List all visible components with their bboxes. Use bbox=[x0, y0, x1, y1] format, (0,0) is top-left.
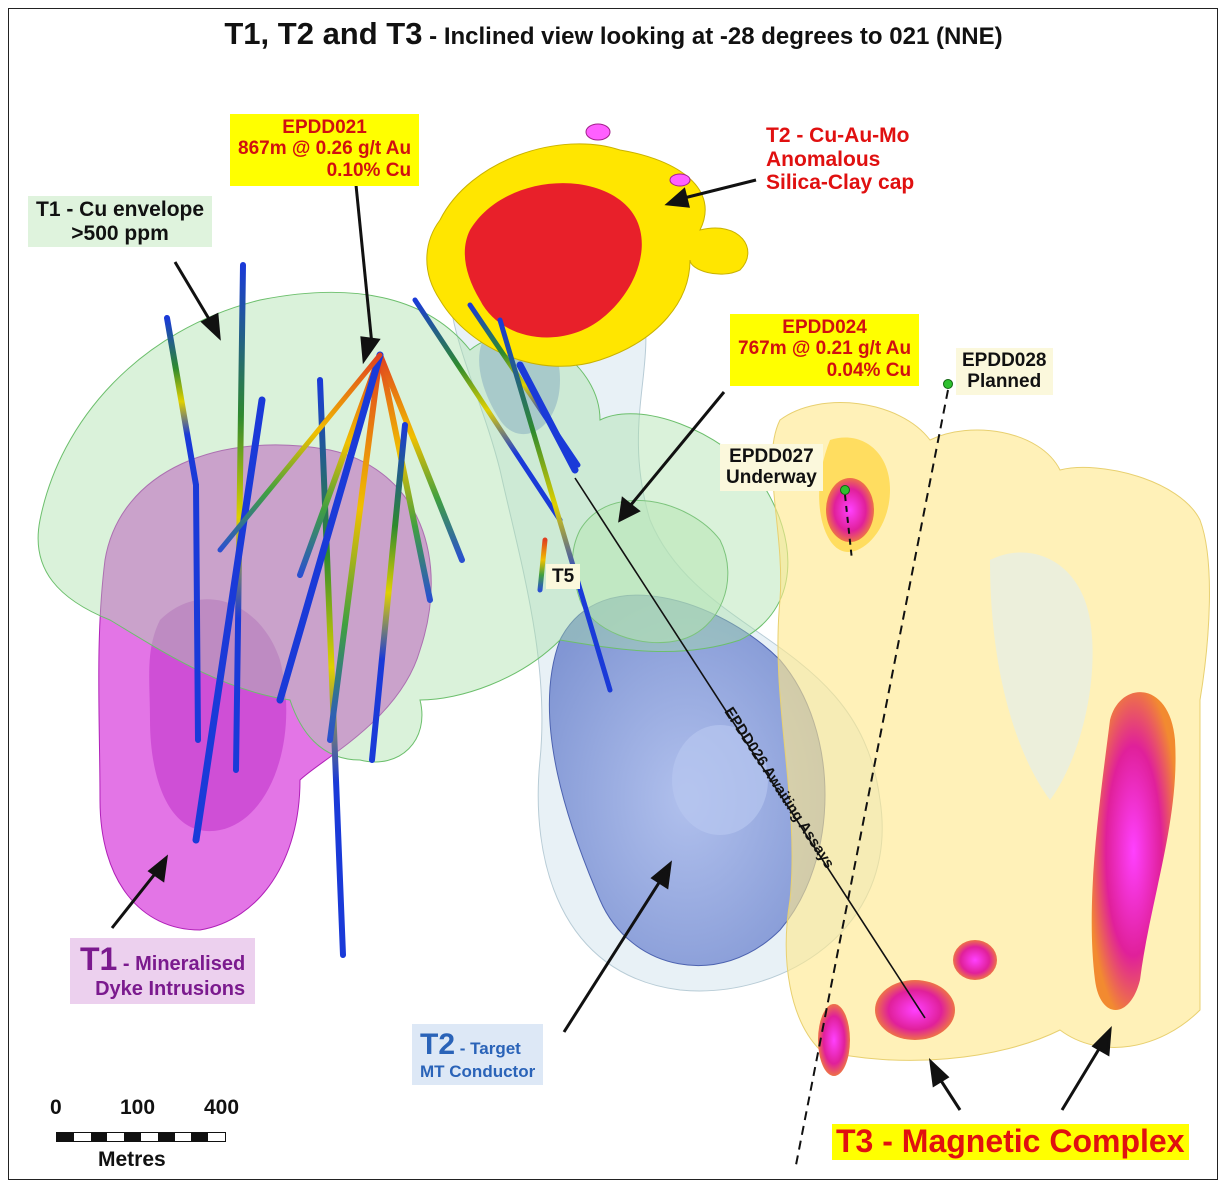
scale-bar: 0 100 400 Metres bbox=[40, 1096, 260, 1176]
epdd027-label: EPDD027 Underway bbox=[720, 444, 823, 491]
epdd028-line2: Planned bbox=[962, 371, 1047, 392]
t2-target-line2: MT Conductor bbox=[420, 1062, 535, 1081]
t2-cap-line2: Anomalous bbox=[766, 148, 914, 172]
epdd024-line1: 767m @ 0.21 g/t Au bbox=[738, 338, 911, 359]
t1-envelope-label: T1 - Cu envelope >500 ppm bbox=[28, 196, 212, 247]
t2-cap-pink-spot bbox=[586, 124, 610, 140]
epdd027-collar bbox=[841, 486, 850, 495]
t3-magnetic-high-bl bbox=[818, 1004, 850, 1076]
epdd021-line2: 0.10% Cu bbox=[238, 160, 411, 181]
t1-dykes-line2: Dyke Intrusions bbox=[80, 978, 245, 1000]
t2-cap-line1: T2 - Cu-Au-Mo bbox=[766, 124, 914, 148]
t1-dykes-label: T1 - Mineralised Dyke Intrusions bbox=[70, 938, 255, 1004]
epdd027-line1: EPDD027 bbox=[726, 446, 817, 467]
t3-magnetic-high-bm2 bbox=[953, 940, 997, 980]
epdd024-label: EPDD024 767m @ 0.21 g/t Au 0.04% Cu bbox=[730, 314, 919, 386]
epdd028-label: EPDD028 Planned bbox=[956, 348, 1053, 395]
scale-tick-400: 400 bbox=[204, 1096, 239, 1120]
scale-bar-graphic bbox=[56, 1132, 226, 1142]
epdd021-label: EPDD021 867m @ 0.26 g/t Au 0.10% Cu bbox=[230, 114, 419, 186]
t2-target-label: T2 - Target MT Conductor bbox=[412, 1024, 543, 1085]
epdd024-hole: EPDD024 bbox=[738, 317, 911, 338]
figure-title: T1, T2 and T3 - Inclined view looking at… bbox=[0, 16, 1227, 52]
t3-magnetic-high-bm bbox=[875, 980, 955, 1040]
scale-tick-100: 100 bbox=[120, 1096, 155, 1120]
epdd028-line1: EPDD028 bbox=[962, 350, 1047, 371]
t2-cap-pink-spot2 bbox=[670, 174, 690, 186]
epdd024-line2: 0.04% Cu bbox=[738, 360, 911, 381]
title-sub: - Inclined view looking at -28 degrees t… bbox=[422, 23, 1002, 50]
drill-hole bbox=[196, 485, 198, 740]
t2-target-code: T2 bbox=[420, 1028, 455, 1061]
scale-tick-0: 0 bbox=[50, 1096, 62, 1120]
t2-cap-line3: Silica-Clay cap bbox=[766, 171, 914, 195]
t2-cap-label: T2 - Cu-Au-Mo Anomalous Silica-Clay cap bbox=[766, 124, 914, 195]
t1-dykes-line1: - Mineralised bbox=[117, 953, 245, 975]
epdd021-line1: 867m @ 0.26 g/t Au bbox=[238, 138, 411, 159]
t1-dykes-code: T1 bbox=[80, 941, 117, 977]
epdd028-collar bbox=[944, 380, 953, 389]
t1-envelope-line2: >500 ppm bbox=[36, 222, 204, 246]
t1-envelope-line1: T1 - Cu envelope bbox=[36, 198, 204, 222]
epdd021-hole: EPDD021 bbox=[238, 117, 411, 138]
t2-target-line1: - Target bbox=[455, 1039, 521, 1058]
scale-unit: Metres bbox=[98, 1148, 166, 1172]
epdd027-line2: Underway bbox=[726, 467, 817, 488]
t3-label: T3 - Magnetic Complex bbox=[832, 1124, 1189, 1160]
t5-label: T5 bbox=[546, 564, 580, 589]
title-main: T1, T2 and T3 bbox=[224, 16, 422, 51]
